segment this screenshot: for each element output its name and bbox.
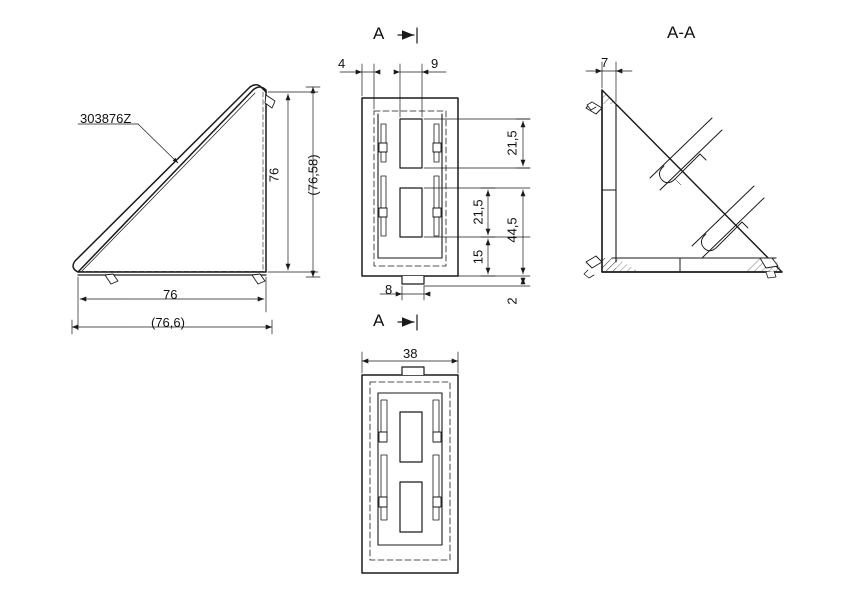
iso-height-actual-dim: (76,58) xyxy=(305,154,321,196)
section-marker-label-top: A xyxy=(373,24,385,43)
front-view-section-markers xyxy=(397,27,418,331)
iso-width-nominal-dim: 76 xyxy=(163,287,178,302)
front-bottom-dimension xyxy=(379,285,431,301)
front-top-dimensions xyxy=(339,63,447,118)
iso-height-nominal-dim: 76 xyxy=(266,167,282,183)
front-foot-height-dim: 2 xyxy=(504,297,520,305)
front-slot-width-dim: 9 xyxy=(431,56,439,71)
section-view-title: A-A xyxy=(667,23,696,42)
bottom-view-dimension xyxy=(361,351,459,374)
front-view-geometry xyxy=(361,97,459,285)
bottom-view-geometry xyxy=(361,366,459,574)
front-lower-slot-dim: 21,5 xyxy=(470,199,486,225)
bottom-view-width-dim: 38 xyxy=(403,346,418,361)
front-right-dimensions xyxy=(423,118,531,287)
part-number-label: 303876Z xyxy=(80,111,132,126)
iso-width-actual-dim: (76,6) xyxy=(151,315,185,330)
section-wall-thickness-dim: 7 xyxy=(601,55,609,70)
iso-part-leader xyxy=(77,123,179,164)
front-overall-inner-dim: 44,5 xyxy=(504,217,520,243)
section-marker-label-bottom: A xyxy=(373,311,385,330)
front-upper-slot-dim: 21,5 xyxy=(504,130,520,156)
front-tab-width-dim: 8 xyxy=(385,282,393,297)
iso-horizontal-dimensions xyxy=(71,276,273,335)
section-view-geometry xyxy=(583,89,783,279)
front-edge-offset-dim: 4 xyxy=(338,56,346,71)
front-bottom-gap-dim: 15 xyxy=(470,249,486,265)
iso-vertical-dimensions xyxy=(267,86,321,278)
iso-view-geometry xyxy=(72,84,276,285)
section-dimension-7 xyxy=(585,61,633,103)
